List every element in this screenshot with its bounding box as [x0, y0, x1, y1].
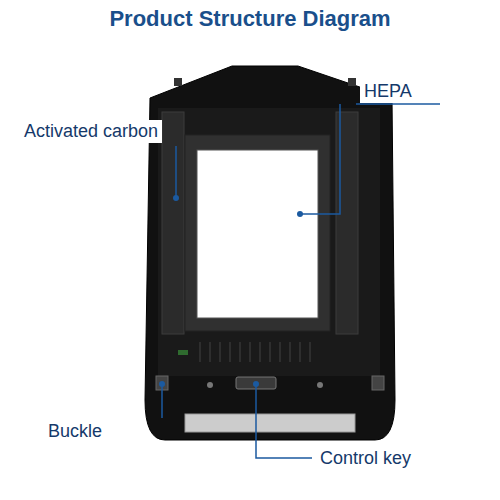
hepa-frame — [185, 135, 330, 331]
buckle-part — [372, 376, 384, 390]
light-strip — [185, 414, 355, 432]
screw — [207, 382, 213, 388]
part-label: Buckle — [44, 420, 106, 443]
part-label: HEPA — [360, 80, 416, 103]
clip-hole — [174, 78, 182, 86]
carbon-strip — [162, 112, 184, 334]
leader-lines — [162, 104, 440, 458]
circuit-board — [178, 350, 188, 355]
diagram-title: Product Structure Diagram — [109, 6, 390, 32]
clip-hole — [348, 78, 356, 86]
device-housing — [145, 66, 395, 440]
leader-dots — [159, 195, 303, 387]
vent-grille — [200, 342, 310, 362]
screw — [317, 382, 323, 388]
hepa-filter — [197, 150, 318, 318]
part-label: Activated carbon — [20, 120, 162, 143]
part-label: Control key — [316, 447, 415, 470]
inner-frame — [158, 108, 380, 376]
